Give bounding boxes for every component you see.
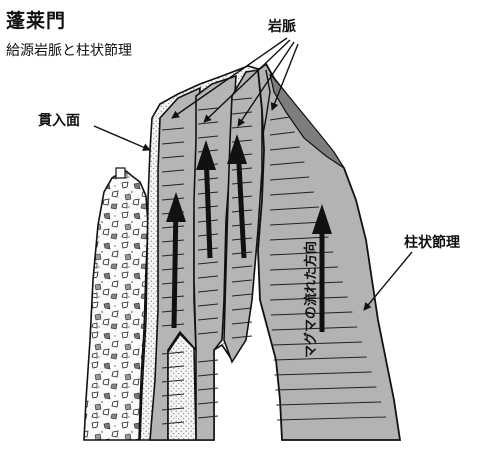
joint-line (161, 407, 185, 411)
joint-line (161, 155, 185, 159)
joint-line (161, 393, 185, 397)
joint-line (197, 373, 219, 377)
joint-line (231, 265, 253, 269)
joint-line (269, 296, 348, 301)
columnar-joint-label: 柱状節理 (404, 235, 460, 251)
joint-line (161, 197, 185, 201)
joint-line (161, 225, 185, 229)
magma-flow-label: マグマの流れた方向 (304, 240, 319, 358)
joint-line (197, 261, 219, 265)
joint-line (277, 416, 387, 421)
flow-arrow-1 (171, 202, 179, 329)
joint-line (231, 321, 253, 325)
joint-line (231, 167, 253, 171)
dike-leader-4 (270, 43, 299, 111)
arch-opening (167, 332, 197, 441)
breccia-pillar (83, 170, 149, 441)
joint-line (273, 356, 367, 361)
joint-line (269, 176, 310, 181)
joint-line (197, 415, 219, 419)
leader-lines (93, 37, 413, 311)
intrusion-surface-label: 貫入面 (38, 113, 80, 129)
joint-line (161, 351, 185, 355)
joint-line (269, 206, 319, 211)
joint-line (197, 135, 219, 139)
joint-line (197, 401, 219, 405)
joint-line (231, 97, 253, 101)
page-title: 蓬莱門 (6, 10, 67, 32)
joint-lines (161, 97, 387, 425)
joint-line (197, 331, 219, 335)
joint-line (161, 365, 185, 369)
joint-line (161, 127, 185, 131)
joint-line (197, 275, 219, 279)
joint-line (197, 359, 219, 363)
joint-line (231, 335, 253, 339)
joint-line (161, 183, 185, 187)
joint-line (269, 266, 339, 271)
joint-line (271, 326, 358, 331)
joint-line (275, 386, 377, 391)
joint-line (197, 317, 219, 321)
flow-arrowhead-2 (196, 140, 216, 170)
dike-leader-3 (237, 41, 295, 127)
dike-label: 岩脈 (268, 19, 296, 35)
flow-arrow-3 (235, 145, 247, 259)
joint-line (269, 236, 329, 241)
joint-line (269, 281, 343, 286)
joint-line (161, 141, 185, 145)
joint-line (161, 169, 185, 173)
joint-line (231, 111, 253, 115)
joint-line (269, 116, 291, 121)
joint-line (197, 387, 219, 391)
joint-line (269, 221, 324, 226)
joint-leader (363, 251, 413, 311)
magma-flow-arrows (166, 134, 332, 332)
joint-line (274, 371, 372, 376)
intrusion-leader (93, 125, 151, 151)
joint-line (269, 161, 305, 166)
joint-line (161, 421, 185, 425)
dike-leader-1 (171, 37, 288, 119)
joint-line (231, 125, 253, 129)
joint-line (197, 107, 219, 111)
page-subtitle: 給源岩脈と柱状節理 (6, 43, 132, 59)
pillar-top-knob (115, 167, 126, 179)
flow-arrowhead-1 (166, 192, 186, 222)
dark-rock-face (269, 73, 345, 169)
flow-arrowhead-3 (227, 134, 247, 164)
dike-leader-2 (203, 39, 291, 123)
joint-line (231, 279, 253, 283)
joint-line (269, 131, 295, 136)
joint-line (197, 289, 219, 293)
joint-line (270, 311, 353, 316)
joint-line (276, 401, 382, 406)
joint-line (161, 379, 185, 383)
flow-arrowhead-4 (312, 204, 332, 234)
joint-line (197, 303, 219, 307)
joint-line (269, 146, 300, 151)
joint-line (197, 121, 219, 125)
joint-line (231, 293, 253, 297)
joint-line (269, 191, 315, 196)
joint-line (272, 341, 363, 346)
joint-line (231, 307, 253, 311)
